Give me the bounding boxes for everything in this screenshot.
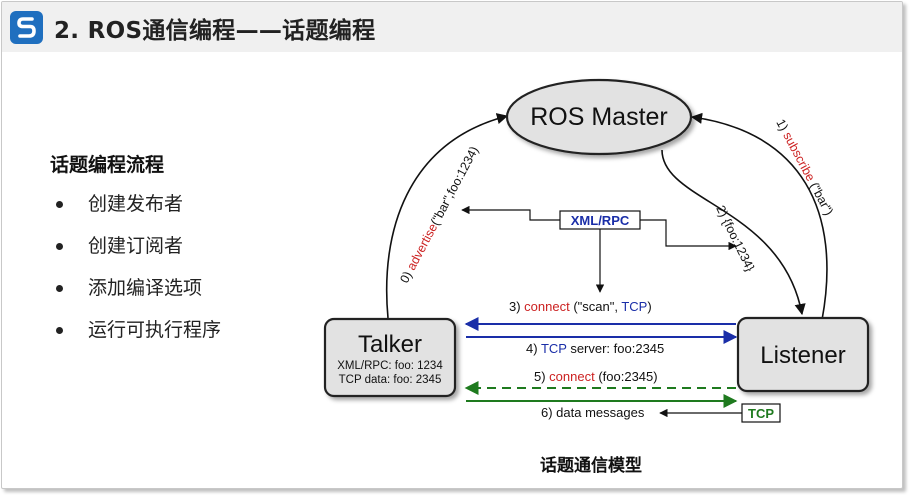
talker-label: Talker [358, 331, 422, 358]
advertise-args: ("bar",foo:1234) [428, 144, 481, 228]
xmlrpc-box [559, 210, 641, 230]
talker-node [323, 317, 457, 398]
advertise-label: 0) advertise("bar",foo:1234) [397, 144, 481, 285]
list-item: 创建订阅者 [50, 231, 221, 273]
advertise-func: advertise [404, 221, 440, 272]
subscribe-arrow [690, 112, 828, 321]
step3-mid: ("scan", [570, 299, 622, 314]
topic-steps-panel: 话题编程流程 创建发布者 创建订阅者 添加编译选项 运行可执行程序 [50, 150, 221, 357]
steps-list: 创建发布者 创建订阅者 添加编译选项 运行可执行程序 [50, 189, 221, 357]
tcp-box [741, 403, 781, 423]
listener-label: Listener [760, 342, 845, 369]
subscribe-func: subscribe [780, 130, 817, 184]
step5-end: (foo:2345) [595, 369, 658, 384]
xmlrpc-box-label: XML/RPC [571, 213, 630, 228]
page-title: 2. ROS通信编程——话题编程 [54, 18, 376, 44]
diagram-caption: 话题通信模型 [540, 456, 642, 476]
step4-proto: TCP [541, 341, 567, 356]
talker-tcp-text: TCP data: foo: 2345 [339, 374, 442, 386]
step3-proto: TCP [621, 299, 647, 314]
slide-frame: 2. ROS通信编程——话题编程 话题编程流程 创建发布者 创建订阅者 添加编译… [1, 1, 903, 489]
advertise-arrow [385, 113, 509, 319]
subscribe-prefix: 1) [773, 117, 792, 136]
list-item: 运行可执行程序 [50, 315, 221, 357]
talker-xmlrpc-text: XML/RPC: foo: 1234 [337, 360, 443, 372]
step4-end: server: foo:2345 [567, 341, 665, 356]
xmlrpc-link-left [461, 205, 560, 221]
step3-func: connect [524, 299, 570, 314]
list-item: 创建发布者 [50, 189, 221, 231]
topic-communication-diagram: ROS Master Talker XML/RPC: foo: 1234 TCP… [323, 78, 870, 423]
step4-label: 4) TCP server: foo:2345 [526, 341, 664, 356]
reply-arrow [661, 149, 806, 316]
step6-label: 6) data messages [541, 405, 645, 420]
section-title: 话题编程流程 [50, 154, 165, 176]
listener-node [736, 316, 870, 393]
step3-label: 3) connect ("scan", TCP) [509, 299, 652, 314]
step4-prefix: 4) [526, 341, 541, 356]
ros-master-label: ROS Master [530, 103, 668, 131]
ros-master-node [505, 78, 693, 156]
step5-label: 5) connect (foo:2345) [534, 369, 658, 384]
subscribe-label: 1) subscribe ("bar") [773, 117, 836, 218]
tcp-box-label: TCP [748, 406, 774, 421]
slide-header: 2. ROS通信编程——话题编程 [2, 2, 902, 52]
step5-func: connect [549, 369, 595, 384]
subscribe-args: ("bar") [805, 177, 836, 218]
xmlrpc-link-right [640, 219, 737, 251]
step5-prefix: 5) [534, 369, 549, 384]
list-item: 添加编译选项 [50, 273, 221, 315]
reply-label: 2) {foo:1234} [713, 203, 757, 273]
step3-end: ) [647, 299, 651, 314]
advertise-prefix: 0) [397, 266, 416, 285]
s-logo-icon [10, 11, 43, 44]
step3-prefix: 3) [509, 299, 524, 314]
